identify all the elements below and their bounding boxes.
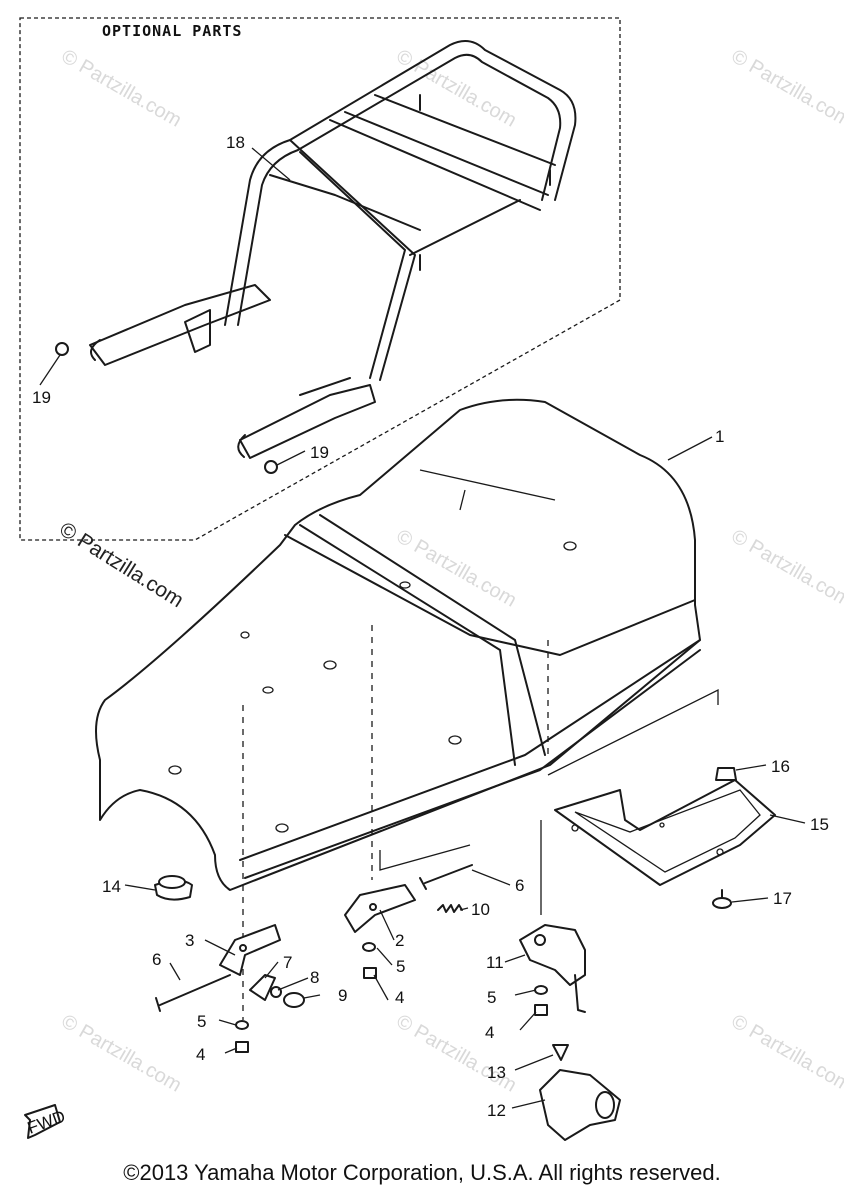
callout-4: 4 <box>395 988 404 1007</box>
callout-16: 16 <box>771 757 790 776</box>
screw <box>235 1041 249 1053</box>
rack-nut <box>55 342 69 356</box>
optional-parts-box <box>19 17 621 541</box>
washer <box>270 986 282 998</box>
callout-17: 17 <box>773 889 792 908</box>
callout-4: 4 <box>485 1023 494 1042</box>
pin <box>283 992 305 1008</box>
rack-nut <box>264 460 278 474</box>
fwd-arrow: FWD <box>24 1104 68 1139</box>
rubber-damper <box>154 875 193 901</box>
callout-5: 5 <box>487 988 496 1007</box>
watermark-faint: © Partzilla.com <box>393 1010 521 1096</box>
screw <box>534 1004 548 1016</box>
washer <box>534 985 548 995</box>
watermark-faint: © Partzilla.com <box>58 1010 186 1096</box>
rubber-damper <box>712 889 732 909</box>
optional-parts-label: OPTIONAL PARTS <box>102 22 242 40</box>
screw <box>552 1044 569 1061</box>
callout-9: 9 <box>338 986 347 1005</box>
callout-19: 19 <box>310 443 329 462</box>
watermark-faint: © Partzilla.com <box>728 525 844 611</box>
watermark-main: © Partzilla.com <box>55 518 187 612</box>
watermark-faint: © Partzilla.com <box>393 525 521 611</box>
callout-1: 1 <box>715 427 724 446</box>
callout-19: 19 <box>32 388 51 407</box>
callout-10: 10 <box>471 900 490 919</box>
long-bolt <box>155 974 231 1012</box>
callout-5: 5 <box>396 957 405 976</box>
watermark-faint: © Partzilla.com <box>728 1010 844 1096</box>
callout-14: 14 <box>102 877 121 896</box>
seat-lock <box>519 924 586 1013</box>
callout-11: 11 <box>486 953 504 972</box>
faint-watermarks: © Partzilla.com © Partzilla.com © Partzi… <box>58 45 844 1096</box>
nut <box>715 767 737 781</box>
callout-2: 2 <box>395 931 404 950</box>
callout-8: 8 <box>310 968 319 987</box>
copyright-footer: ©2013 Yamaha Motor Corporation, U.S.A. A… <box>123 1160 721 1185</box>
helmet-lock <box>539 1069 621 1141</box>
fwd-label: FWD <box>25 1107 68 1138</box>
callout-labels: 1 2 3 4 4 4 5 5 5 6 6 7 8 9 10 11 12 13 … <box>32 133 829 1120</box>
washer <box>362 942 376 952</box>
watermark-faint: © Partzilla.com <box>58 45 186 131</box>
spring <box>437 904 463 913</box>
callout-4: 4 <box>196 1045 205 1064</box>
callout-13: 13 <box>487 1063 506 1082</box>
callout-6: 6 <box>152 950 161 969</box>
callout-7: 7 <box>283 953 292 972</box>
callout-5: 5 <box>197 1012 206 1031</box>
seat <box>95 398 701 891</box>
callout-6: 6 <box>515 876 524 895</box>
bushing <box>249 974 276 1001</box>
long-bolt <box>419 864 473 890</box>
watermark-faint: © Partzilla.com <box>728 45 844 131</box>
callout-12: 12 <box>487 1101 506 1120</box>
carrier-rack <box>89 40 577 459</box>
leader-lines <box>39 147 806 1109</box>
alignment-lines <box>242 625 719 1020</box>
bracket-right <box>344 884 416 933</box>
tray <box>554 779 776 886</box>
callout-3: 3 <box>185 931 194 950</box>
bracket-left <box>219 924 281 976</box>
callout-18: 18 <box>226 133 245 152</box>
callout-15: 15 <box>810 815 829 834</box>
washer <box>235 1020 249 1030</box>
